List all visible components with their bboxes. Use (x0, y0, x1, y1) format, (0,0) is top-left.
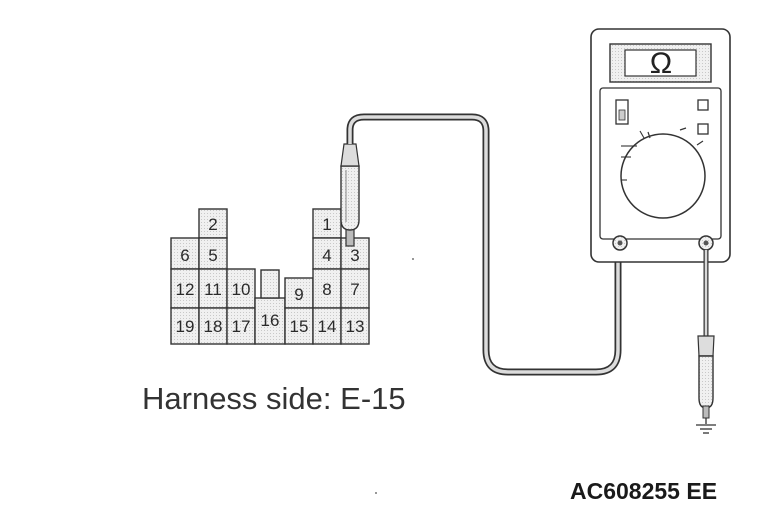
ohmmeter: Ω (590, 28, 731, 263)
cell-15 (284, 307, 314, 345)
pin-label: 3 (350, 246, 359, 265)
cell-17 (226, 307, 256, 345)
cell-16 (254, 297, 286, 345)
cell-14 (312, 307, 342, 345)
cell-8 (312, 268, 342, 309)
ground-lead (696, 250, 716, 434)
display-window (624, 49, 697, 77)
cell-18 (198, 307, 228, 345)
harness-connector (170, 208, 370, 345)
pin-label: 10 (232, 280, 251, 299)
mode-button-upper (697, 99, 709, 111)
pin-label: 8 (322, 280, 331, 299)
pin-label: 5 (208, 246, 217, 265)
test-lead-probe (340, 143, 360, 247)
ground-symbol-icon (696, 424, 716, 434)
pin-label: 4 (322, 246, 331, 265)
pin-label: 15 (290, 317, 309, 336)
pin-label: 12 (176, 280, 195, 299)
pin-label: 1 (322, 215, 331, 234)
pin-label: 11 (204, 280, 222, 299)
probe-body (340, 165, 360, 231)
cell-4 (312, 237, 342, 270)
connector-pin-labels: 2 6 5 12 11 10 19 18 17 16 1 4 3 9 8 7 1… (176, 215, 365, 336)
connector-lock-tab (260, 269, 280, 299)
pin-label: 19 (176, 317, 195, 336)
cell-7 (340, 268, 370, 309)
pin-label: 13 (346, 317, 365, 336)
test-lead-wire (346, 113, 622, 376)
mode-button-lower (697, 123, 709, 135)
cell-10 (226, 268, 256, 309)
cell-9 (284, 277, 314, 309)
pin-label: 6 (180, 246, 189, 265)
pin-label: 14 (318, 317, 337, 336)
pin-label: 18 (204, 317, 223, 336)
pin-label: 16 (261, 311, 280, 330)
ohm-symbol: Ω (650, 47, 672, 80)
figure-code: AC608255 EE (570, 478, 717, 504)
pin-label: 17 (232, 317, 251, 336)
harness-side-caption: Harness side: E-15 (142, 381, 406, 416)
pin-label: 9 (294, 285, 303, 304)
selector-dial (620, 133, 706, 219)
cell-13 (340, 307, 370, 345)
pin-label: 2 (208, 215, 217, 234)
meter-panel (599, 87, 722, 240)
cell-19 (170, 307, 200, 345)
pin-label: 7 (350, 280, 359, 299)
probe-grip (340, 143, 360, 167)
